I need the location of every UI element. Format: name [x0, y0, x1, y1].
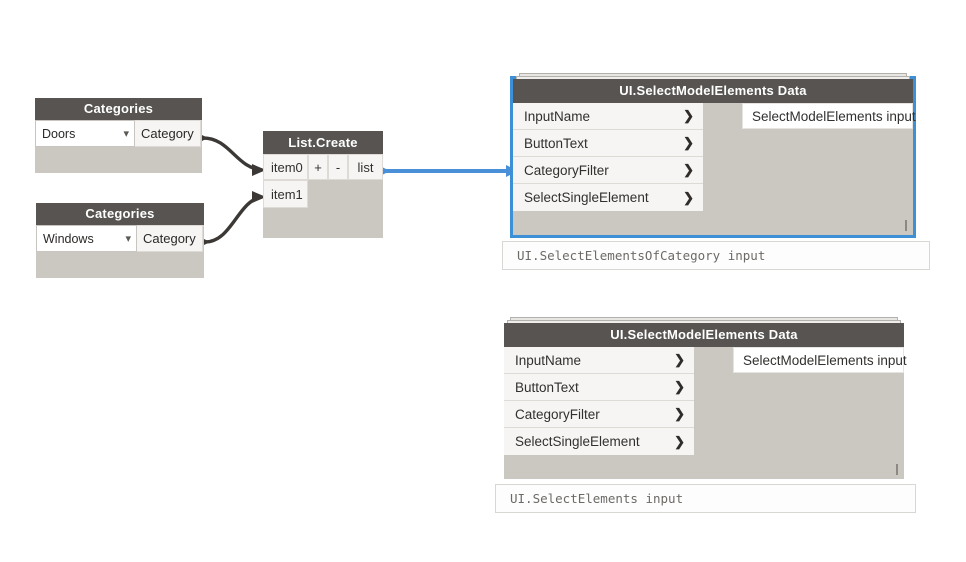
input-port-selectsingleelement[interactable]: SelectSingleElement ❯ [513, 184, 703, 211]
node-title: UI.SelectModelElements Data [504, 323, 904, 347]
node-title: List.Create [263, 131, 383, 154]
input-port-label: InputName [524, 108, 591, 124]
node-title: Categories [36, 203, 204, 225]
node-stack-sliver-2 [516, 76, 910, 80]
wire-arrow-categoryfilter-in [506, 165, 518, 177]
caption-top-text: UI.SelectElementsOfCategory input [517, 248, 766, 263]
node-body: InputName ❯ ButtonText ❯ CategoryFilter … [513, 103, 916, 235]
node-title: UI.SelectModelElements Data [513, 79, 913, 103]
categories-dropdown-value: Doors [42, 126, 76, 141]
input-port-label: CategoryFilter [515, 406, 600, 422]
input-port-inputname[interactable]: InputName ❯ [504, 347, 694, 374]
output-port-category[interactable]: Category [135, 120, 201, 147]
categories-dropdown[interactable]: Windows ▾ [36, 225, 137, 252]
node-body: Windows ▾ Category [36, 225, 204, 278]
remove-item-label: - [335, 159, 341, 175]
node-row-item1: item1 [263, 180, 383, 208]
node-select-model-elements-bottom[interactable]: UI.SelectModelElements Data InputName ❯ … [504, 317, 907, 479]
node-row-item0: item0 + - list [263, 154, 383, 180]
chevron-right-icon: ❯ [674, 433, 685, 449]
add-item-label: + [314, 159, 322, 175]
resize-handle[interactable] [905, 220, 907, 231]
node-stack-sliver [519, 73, 907, 78]
node-body: Doors ▾ Category [35, 120, 202, 173]
node-select-model-elements-top[interactable]: UI.SelectModelElements Data InputName ❯ … [510, 73, 916, 238]
node-filler [36, 252, 204, 278]
chevron-down-icon: ▾ [125, 233, 131, 245]
input-port-label: ButtonText [524, 135, 588, 151]
categories-dropdown-value: Windows [43, 231, 94, 246]
chevron-right-icon: ❯ [674, 406, 685, 421]
input-port-item1[interactable]: item1 [263, 180, 308, 208]
input-port-item0[interactable]: item0 [263, 154, 308, 180]
node-port-column: InputName ❯ ButtonText ❯ CategoryFilter … [504, 347, 694, 455]
input-port-label: ButtonText [515, 379, 579, 395]
output-port-label: Category [141, 126, 194, 141]
input-port-label: item0 [271, 159, 303, 175]
chevron-right-icon: ❯ [674, 379, 685, 394]
chevron-down-icon: ▾ [123, 128, 129, 140]
node-body: item0 + - list item1 [263, 154, 383, 238]
input-port-categoryfilter[interactable]: CategoryFilter ❯ [504, 401, 694, 428]
node-categories-doors[interactable]: Categories Doors ▾ Category [35, 98, 202, 173]
node-title: Categories [35, 98, 202, 120]
resize-handle[interactable] [896, 464, 898, 475]
node-stack-sliver-2 [507, 320, 901, 324]
input-port-buttontext[interactable]: ButtonText ❯ [513, 130, 703, 157]
node-filler [35, 147, 202, 173]
node-value-tag-label: SelectModelElements input [752, 108, 916, 124]
input-port-selectsingleelement[interactable]: SelectSingleElement ❯ [504, 428, 694, 455]
wire-arrow-item1 [252, 191, 266, 203]
node-input-row: Doors ▾ Category [35, 120, 202, 147]
chevron-right-icon: ❯ [683, 135, 694, 150]
wire-windows-to-item1 [204, 195, 263, 244]
node-input-row: Windows ▾ Category [36, 225, 204, 252]
chevron-right-icon: ❯ [683, 108, 694, 123]
caption-top: UI.SelectElementsOfCategory input [502, 241, 930, 270]
node-body: InputName ❯ ButtonText ❯ CategoryFilter … [504, 347, 907, 479]
input-port-label: SelectSingleElement [515, 434, 640, 449]
caption-bottom: UI.SelectElements input [495, 484, 916, 513]
chevron-right-icon: ❯ [674, 352, 685, 367]
output-port-label: list [357, 159, 374, 175]
input-port-buttontext[interactable]: ButtonText ❯ [504, 374, 694, 401]
wire-arrow-item0 [252, 164, 266, 176]
input-port-label: SelectSingleElement [524, 190, 649, 205]
input-port-label: InputName [515, 352, 582, 368]
node-value-tag: SelectModelElements input [733, 347, 907, 373]
output-port-category[interactable]: Category [137, 225, 203, 252]
input-port-label: CategoryFilter [524, 162, 609, 178]
node-value-tag-label: SelectModelElements input [743, 352, 907, 368]
node-categories-windows[interactable]: Categories Windows ▾ Category [36, 203, 204, 278]
output-port-list[interactable]: list [348, 154, 383, 180]
node-port-column: InputName ❯ ButtonText ❯ CategoryFilter … [513, 103, 703, 211]
output-port-label: Category [143, 231, 196, 246]
node-value-tag: SelectModelElements input [742, 103, 916, 129]
input-port-label: item1 [271, 186, 303, 202]
categories-dropdown[interactable]: Doors ▾ [35, 120, 135, 147]
add-item-button[interactable]: + [308, 154, 328, 180]
node-list-create[interactable]: List.Create item0 + - list item1 [263, 131, 383, 238]
chevron-right-icon: ❯ [683, 189, 694, 205]
input-port-inputname[interactable]: InputName ❯ [513, 103, 703, 130]
input-port-categoryfilter[interactable]: CategoryFilter ❯ [513, 157, 703, 184]
caption-bottom-text: UI.SelectElements input [510, 491, 684, 506]
node-stack-sliver [510, 317, 898, 322]
chevron-right-icon: ❯ [683, 162, 694, 177]
remove-item-button[interactable]: - [328, 154, 348, 180]
